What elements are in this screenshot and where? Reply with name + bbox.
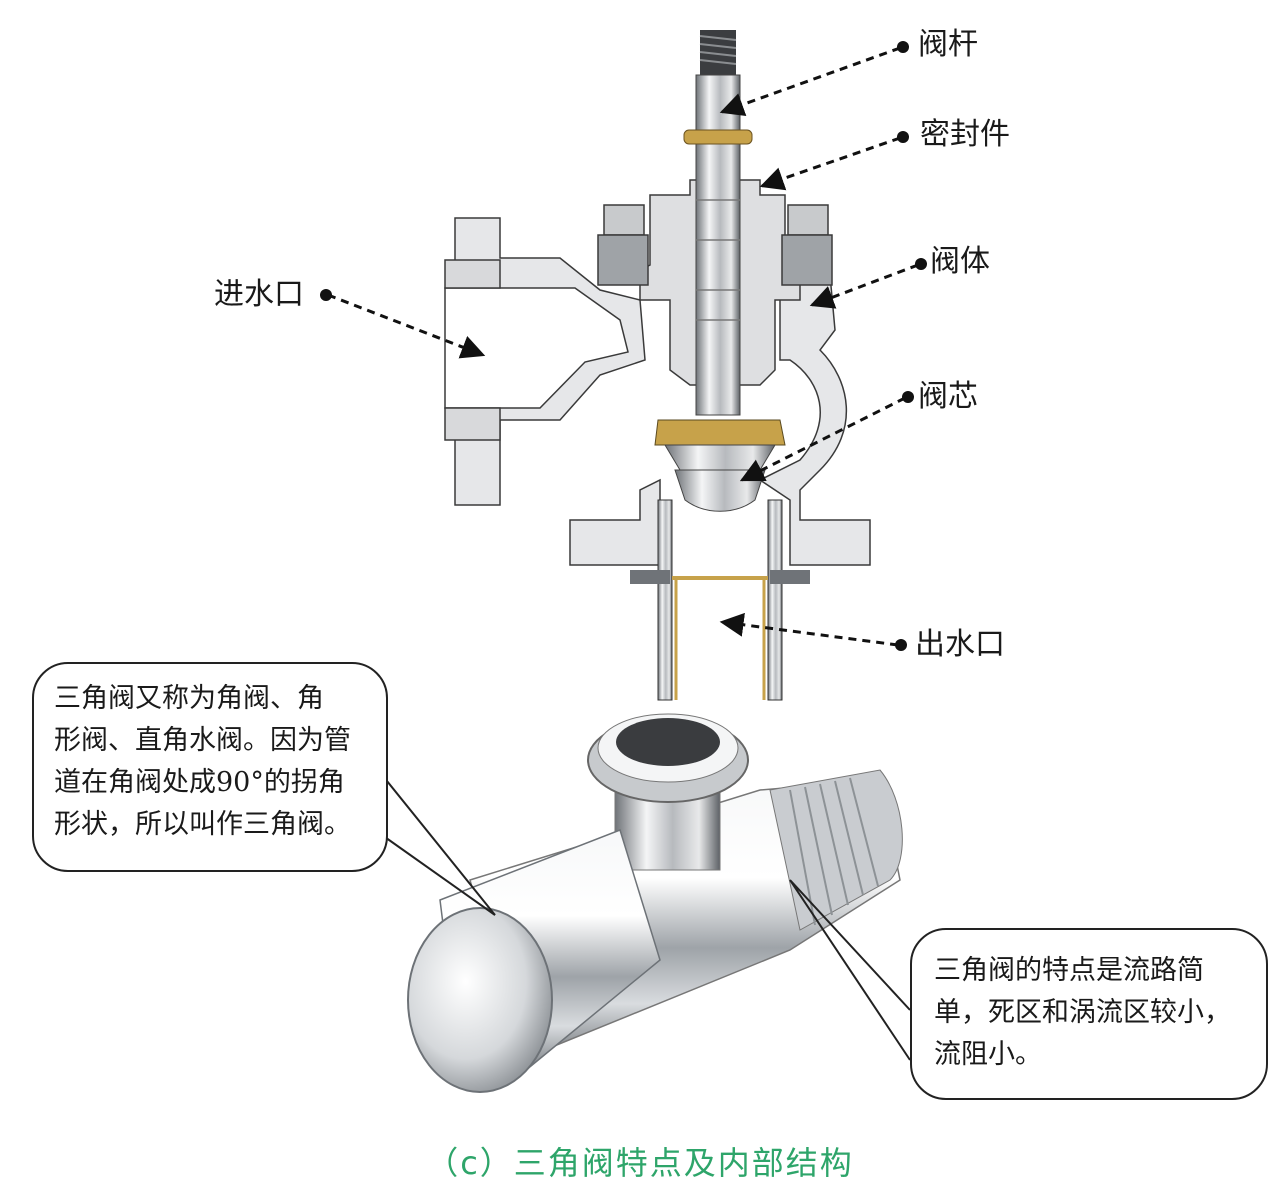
bubble-line: 三角阀的特点是流路简 xyxy=(934,955,1204,986)
bubble-line: 形阀、直角水阀。因为管 xyxy=(54,725,351,756)
bubble-line: 单，死区和涡流区较小， xyxy=(934,997,1231,1028)
label-valve-body: 阀体 xyxy=(930,244,990,279)
bolt-right xyxy=(787,204,829,236)
info-bubble-definition: 三角阀又称为角阀、角 形阀、直角水阀。因为管 道在角阀处成90°的拐角 形状，所… xyxy=(32,662,388,872)
label-outlet: 出水口 xyxy=(915,627,1005,662)
leader-lines xyxy=(327,46,919,647)
bubble-line: 道在角阀处成90°的拐角 xyxy=(54,767,345,798)
handle-cap xyxy=(407,907,553,1093)
bolt-left xyxy=(603,204,645,236)
bubble-line: 三角阀又称为角阀、角 xyxy=(54,683,324,714)
leader-dots xyxy=(320,41,927,651)
bubble-line: 形状，所以叫作三角阀。 xyxy=(54,809,351,840)
label-inlet: 进水口 xyxy=(214,277,304,312)
bubble-line: 流阻小。 xyxy=(934,1039,1042,1070)
body-right-wall xyxy=(758,274,871,566)
valve-stem xyxy=(683,30,753,416)
valve-core xyxy=(654,419,786,512)
label-valve-core: 阀芯 xyxy=(918,379,978,414)
bubble-pointers xyxy=(369,759,911,1061)
outlet-shoulder-left xyxy=(569,478,661,566)
angle-valve-product xyxy=(407,713,903,1093)
info-bubble-features: 三角阀的特点是流路简 单，死区和涡流区较小， 流阻小。 xyxy=(910,928,1268,1100)
outlet-pipe xyxy=(630,499,810,701)
label-seal: 密封件 xyxy=(920,117,1010,152)
label-valve-stem: 阀杆 xyxy=(918,27,978,62)
figure-caption: （c）三角阀特点及内部结构 xyxy=(426,1144,854,1182)
